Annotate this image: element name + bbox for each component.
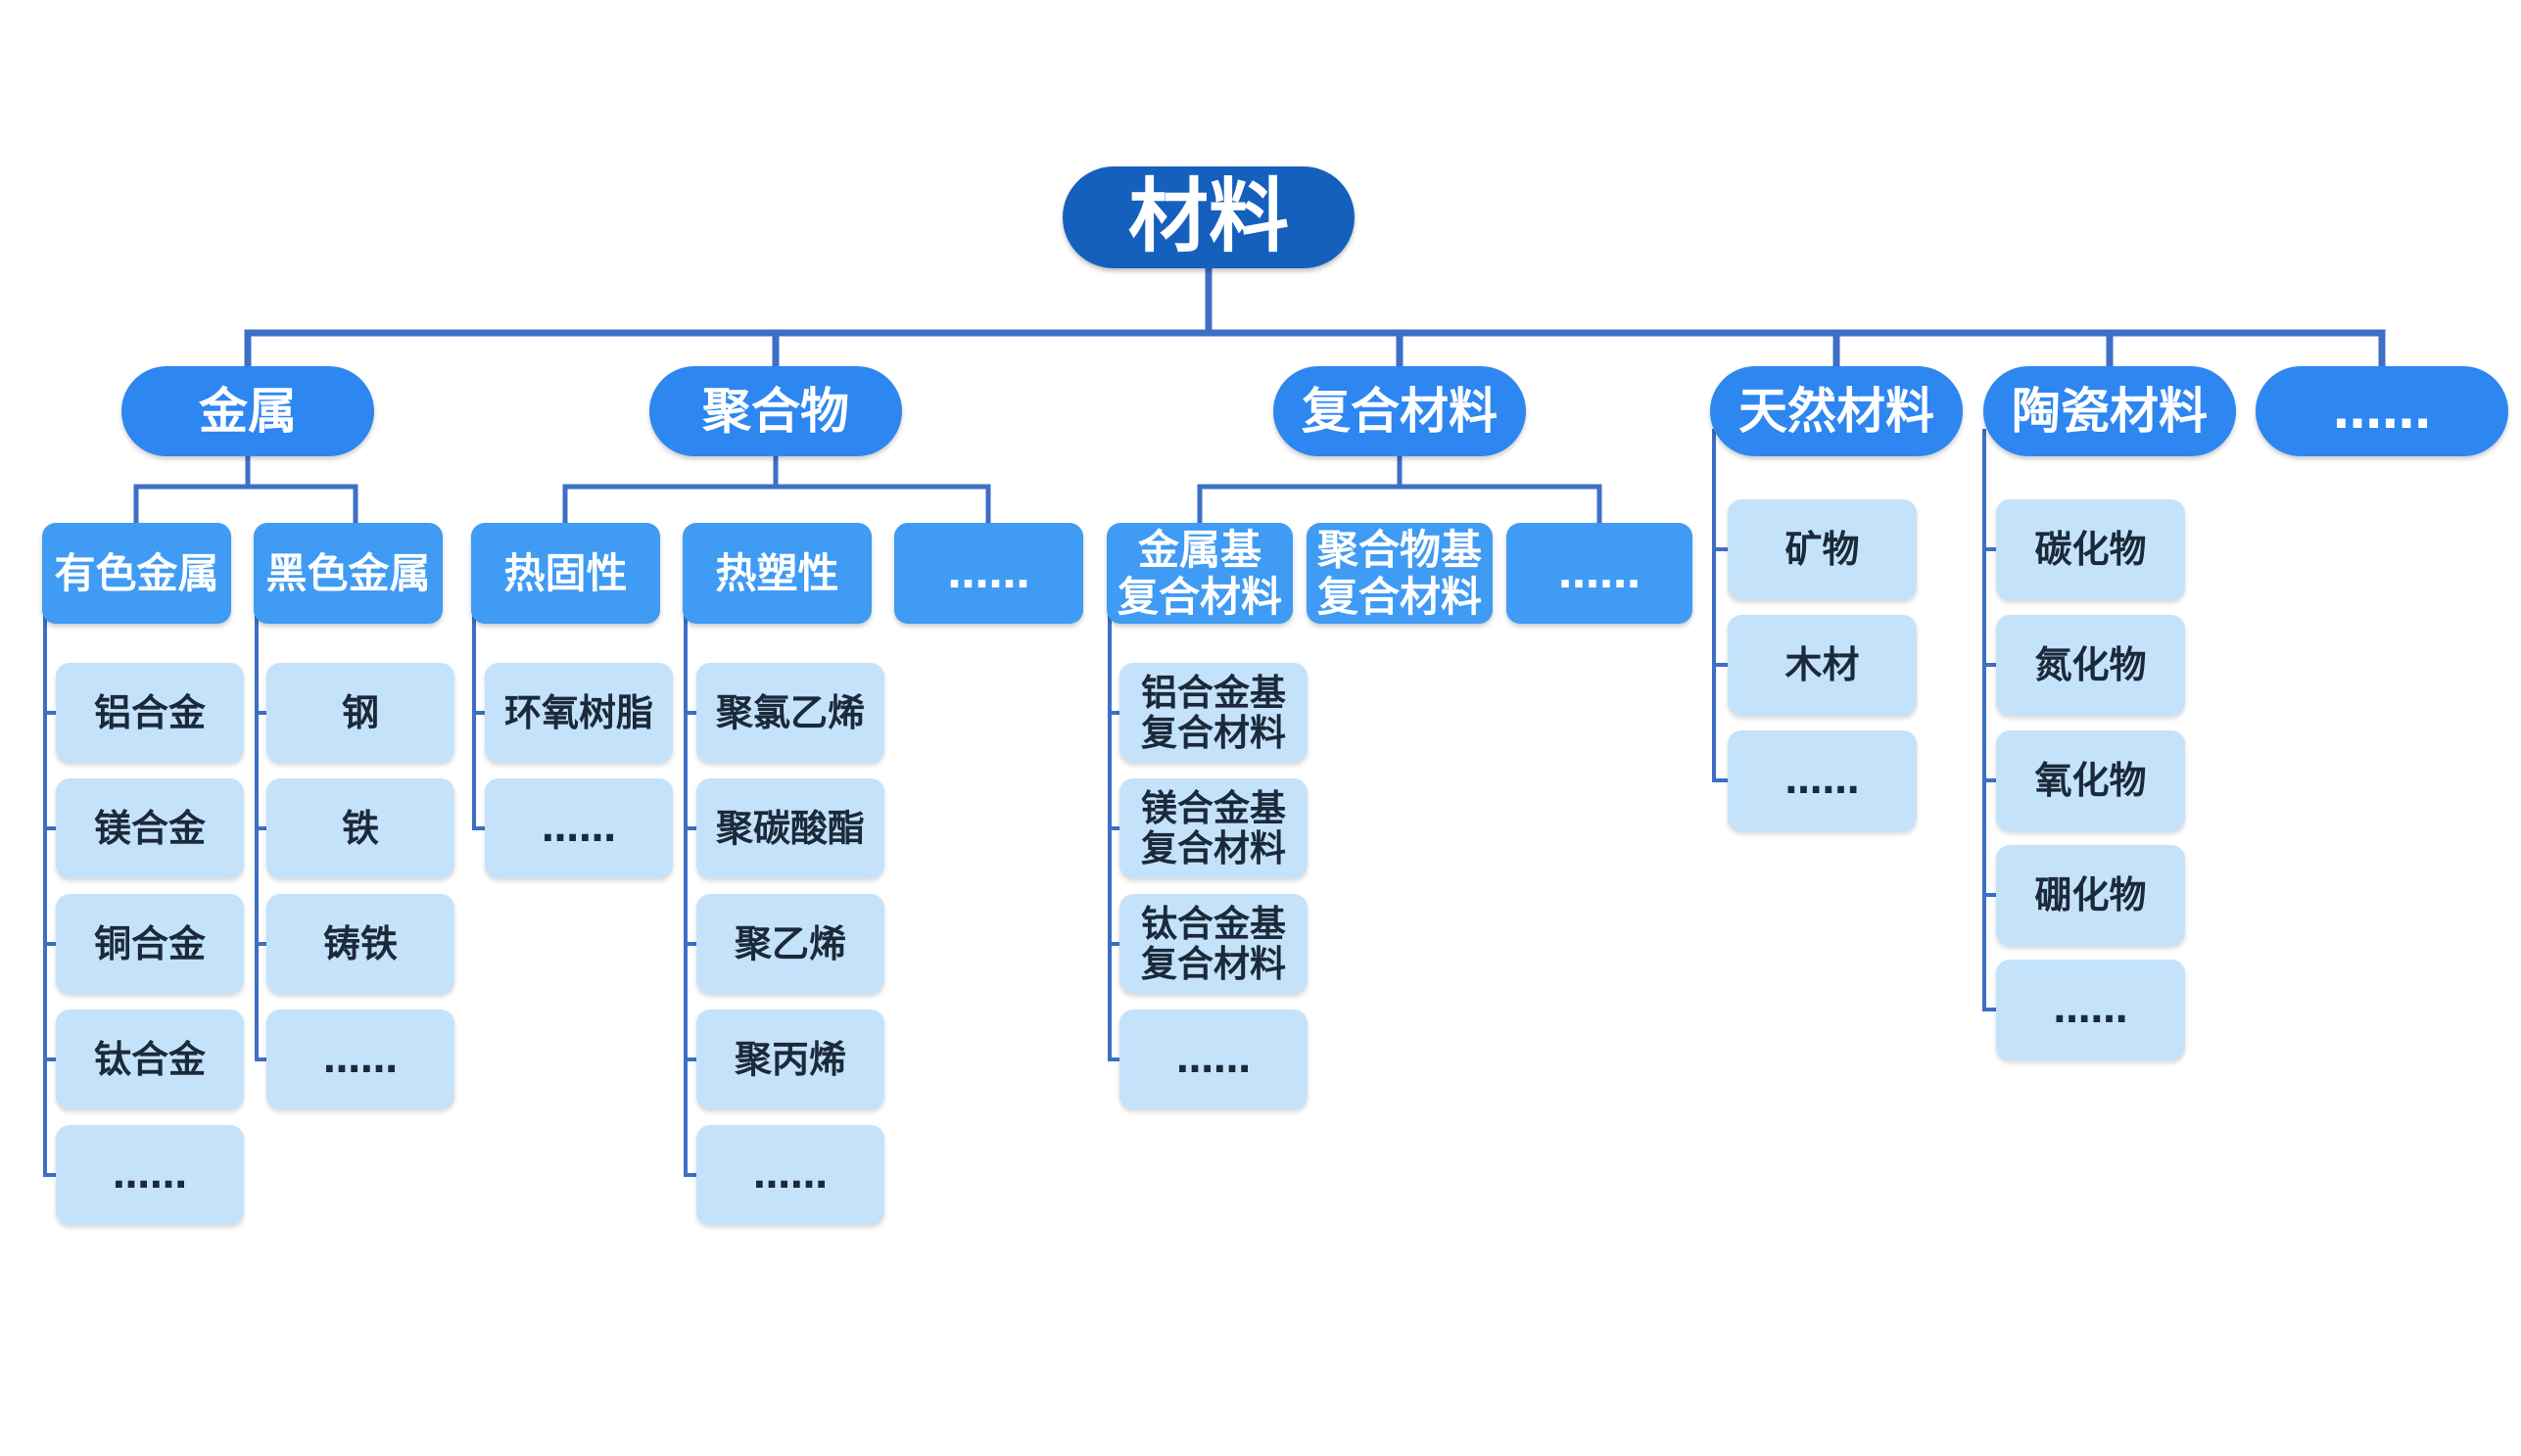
subcategory-composite-more: …… bbox=[1506, 523, 1692, 624]
leaf-item: …… bbox=[56, 1125, 244, 1225]
leaf-item: …… bbox=[1119, 1010, 1308, 1109]
leaf-item: 聚氯乙烯 bbox=[696, 663, 884, 763]
category-ceramic: 陶瓷材料 bbox=[1983, 366, 2236, 456]
subcategory-ferrous-metal: 黑色金属 bbox=[254, 523, 443, 624]
leaf-item: 氧化物 bbox=[1996, 730, 2185, 831]
leaf-item: 钛合金基 复合材料 bbox=[1119, 894, 1308, 994]
subcategory-polymer-more: …… bbox=[894, 523, 1083, 624]
leaf-item: 铁 bbox=[266, 778, 454, 878]
category-composite: 复合材料 bbox=[1273, 366, 1526, 456]
leaf-item: 镁合金 bbox=[56, 778, 244, 878]
subcategory-thermoset: 热固性 bbox=[471, 523, 660, 624]
subcategory-nonferrous-metal: 有色金属 bbox=[42, 523, 231, 624]
leaf-item: …… bbox=[485, 778, 673, 878]
leaf-item: 钛合金 bbox=[56, 1010, 244, 1109]
root-node: 材料 bbox=[1063, 166, 1355, 268]
leaf-item: 环氧树脂 bbox=[485, 663, 673, 763]
leaf-item: 矿物 bbox=[1728, 499, 1917, 600]
leaf-item: 铝合金基 复合材料 bbox=[1119, 663, 1308, 763]
leaf-item: 铜合金 bbox=[56, 894, 244, 994]
leaf-item: 钢 bbox=[266, 663, 454, 763]
leaf-item: …… bbox=[266, 1010, 454, 1109]
category-natural: 天然材料 bbox=[1710, 366, 1963, 456]
leaf-item: 木材 bbox=[1728, 615, 1917, 716]
leaf-item: 碳化物 bbox=[1996, 499, 2185, 600]
leaf-item: 铸铁 bbox=[266, 894, 454, 994]
category-more: …… bbox=[2256, 366, 2508, 456]
leaf-item: …… bbox=[696, 1125, 884, 1225]
leaf-item: 硼化物 bbox=[1996, 845, 2185, 946]
leaf-item: 聚乙烯 bbox=[696, 894, 884, 994]
subcategory-thermoplastic: 热塑性 bbox=[683, 523, 872, 624]
leaf-item: 聚丙烯 bbox=[696, 1010, 884, 1109]
leaf-item: 镁合金基 复合材料 bbox=[1119, 778, 1308, 878]
subcategory-polymer-matrix-composite: 聚合物基 复合材料 bbox=[1307, 523, 1493, 624]
category-polymer: 聚合物 bbox=[649, 366, 902, 456]
leaf-item: …… bbox=[1728, 730, 1917, 831]
leaf-item: 氮化物 bbox=[1996, 615, 2185, 716]
leaf-item: …… bbox=[1996, 960, 2185, 1060]
leaf-item: 铝合金 bbox=[56, 663, 244, 763]
leaf-item: 聚碳酸酯 bbox=[696, 778, 884, 878]
category-metal: 金属 bbox=[121, 366, 374, 456]
subcategory-metal-matrix-composite: 金属基 复合材料 bbox=[1107, 523, 1293, 624]
